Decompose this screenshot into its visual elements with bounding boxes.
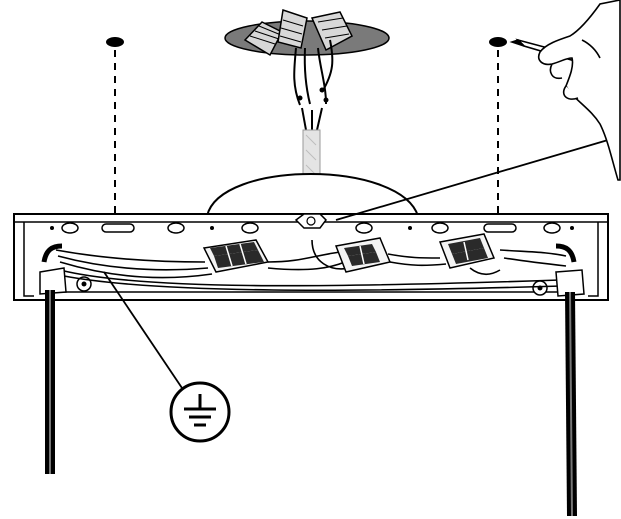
cable-gland xyxy=(555,269,585,297)
mounting-screw-icon xyxy=(489,37,507,47)
mounting-slot xyxy=(483,223,517,233)
ground-screw-right xyxy=(532,280,548,296)
mounting-screw-icon xyxy=(106,37,124,47)
ground-symbol-icon xyxy=(169,381,231,443)
mounting-screw-left xyxy=(106,37,124,222)
canopy-dome xyxy=(206,173,419,217)
mounting-screw-right xyxy=(489,37,507,222)
hand-with-pencil-icon xyxy=(509,0,621,181)
ground-callout xyxy=(103,271,231,443)
center-cable-grommet xyxy=(294,213,327,229)
push-in-connector-icon xyxy=(334,237,392,273)
push-in-connector-icon xyxy=(202,239,270,273)
ceiling-junction-box xyxy=(224,9,390,106)
internal-wiring xyxy=(55,239,567,292)
power-cable-right xyxy=(555,243,585,517)
mounting-slot xyxy=(101,223,135,233)
push-in-connector-icon xyxy=(438,233,496,269)
wire-nut-icon xyxy=(277,9,308,49)
power-cable-left xyxy=(39,243,67,474)
callout-line xyxy=(335,139,609,221)
cable-gland xyxy=(39,267,67,295)
wire-nut-icon xyxy=(310,11,353,52)
